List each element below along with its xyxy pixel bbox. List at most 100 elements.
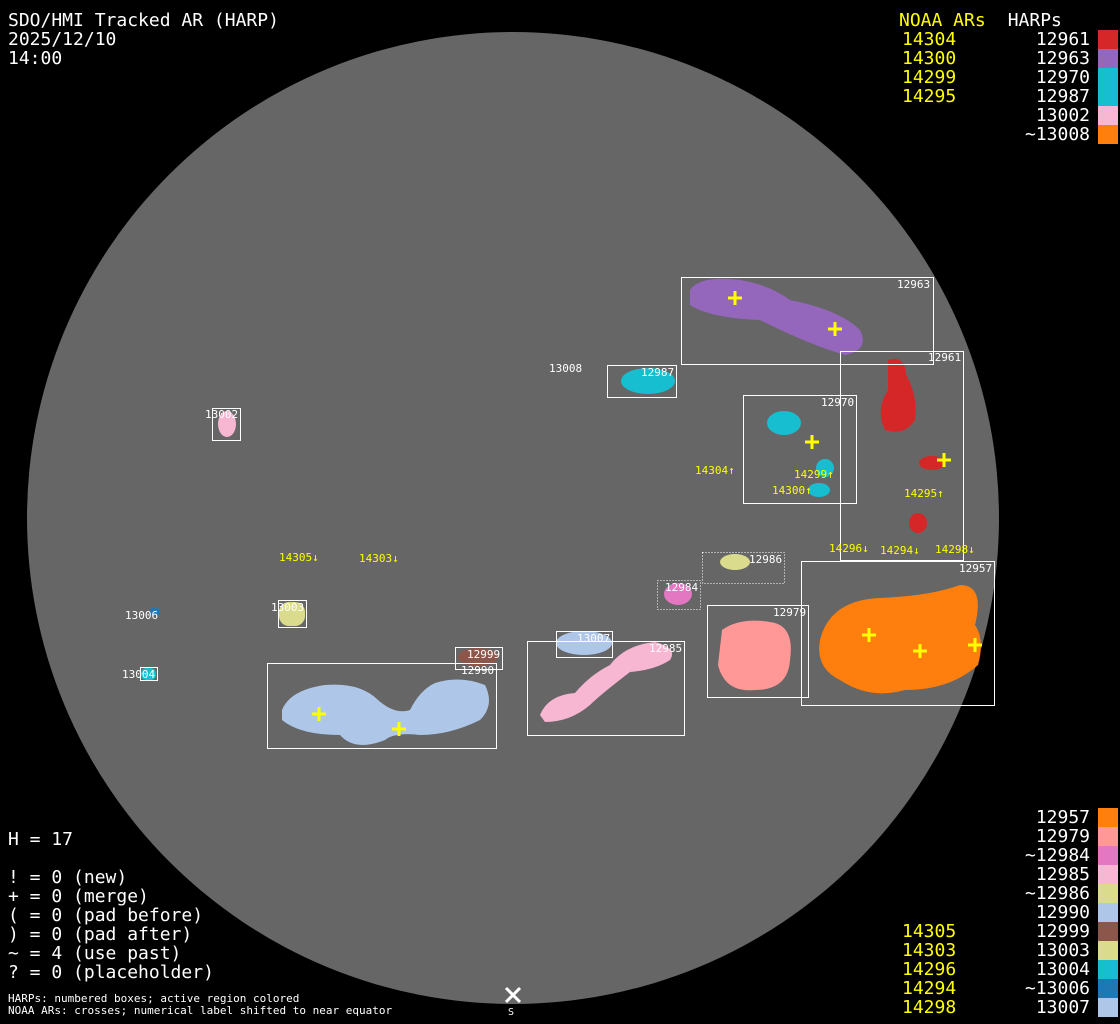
harp-label: 12957 <box>959 562 992 575</box>
stat-line: + = 0 (merge) <box>8 886 149 907</box>
harps-header: HARPs <box>1007 10 1062 31</box>
region-12984 <box>664 583 692 605</box>
region-13003 <box>279 602 305 626</box>
harp-number: 12987 <box>1035 86 1090 107</box>
noaa-label: 14295↑ <box>904 487 944 500</box>
harp-label: 13003 <box>271 601 304 614</box>
legend-row: ~13008 <box>890 125 1118 144</box>
noaa-number: 14299 <box>902 67 957 88</box>
harp-number: 13002 <box>1035 105 1090 126</box>
date: 2025/12/10 <box>8 29 117 50</box>
legend-row: ~12986 <box>890 884 1118 903</box>
harp-number: 12957 <box>1035 807 1090 828</box>
harp-label: 12979 <box>773 606 806 619</box>
harp-boxes <box>140 277 995 749</box>
harp-number: ~13006 <box>1024 978 1090 999</box>
region-12990 <box>282 679 489 745</box>
harp-label: 12970 <box>821 396 854 409</box>
region-12957 <box>819 585 981 694</box>
noaa-label: 14294↓ <box>880 544 920 557</box>
harp-number: 12979 <box>1035 826 1090 847</box>
legend-row: 14295 12987 <box>890 87 1118 106</box>
region-12961-c <box>909 513 927 533</box>
region-13002 <box>218 411 236 437</box>
noaa-number: 14304 <box>902 29 957 50</box>
noaa-number: 14303 <box>902 940 957 961</box>
legend-row: ~12984 <box>890 846 1118 865</box>
legend-row: 14298 13007 <box>890 998 1118 1017</box>
legend-row: 13002 <box>890 106 1118 125</box>
region-13007 <box>556 631 612 655</box>
region-13006 <box>150 608 160 616</box>
color-swatch <box>1098 960 1118 979</box>
harp-label: 13004 <box>122 668 155 681</box>
noaa-number: 14305 <box>902 921 957 942</box>
harp-number: 13004 <box>1035 959 1090 980</box>
legend-row: 14305 12999 <box>890 922 1118 941</box>
legend-row: 14303 13003 <box>890 941 1118 960</box>
harp-number: 13007 <box>1035 997 1090 1018</box>
page-title: SDO/HMI Tracked AR (HARP) <box>8 10 279 31</box>
region-13004 <box>141 668 156 680</box>
color-swatch <box>1098 106 1118 125</box>
time: 14:00 <box>8 48 63 69</box>
harp-label: 12985 <box>649 642 682 655</box>
harp-number: 12985 <box>1035 864 1090 885</box>
legend-row: 14304 12961 <box>890 30 1118 49</box>
legend-row: 14294 ~13006 <box>890 979 1118 998</box>
solar-disk <box>27 32 999 1004</box>
region-12961-b <box>919 456 945 470</box>
region-12961-a <box>880 359 916 432</box>
legend-row: 12990 <box>890 903 1118 922</box>
harp-label: 13008 <box>549 362 582 375</box>
color-swatch <box>1098 903 1118 922</box>
harp-number: 12999 <box>1035 921 1090 942</box>
harp-number: 12961 <box>1035 29 1090 50</box>
harp-count: H = 17 <box>8 829 74 850</box>
color-swatch <box>1098 30 1118 49</box>
stat-line: ( = 0 (pad before) <box>8 905 204 926</box>
noaa-number: 14294 <box>902 978 957 999</box>
region-12999 <box>458 648 498 666</box>
noaa-label: 14298↓ <box>935 543 975 556</box>
region-12985 <box>540 642 673 722</box>
harp-label: 13007 <box>577 632 610 645</box>
color-swatch <box>1098 125 1118 144</box>
legend-row: 14296 13004 <box>890 960 1118 979</box>
noaa-label: 14296↓ <box>829 542 869 555</box>
noaa-label: 14305↓ <box>279 551 319 564</box>
harp-number: 12990 <box>1035 902 1090 923</box>
color-swatch <box>1098 827 1118 846</box>
noaa-number: 14298 <box>902 997 957 1018</box>
color-swatch <box>1098 68 1118 87</box>
noaa-crosses <box>312 291 982 736</box>
harp-label: 13006 <box>125 609 158 622</box>
south-pole-marker-icon <box>504 986 522 1004</box>
color-swatch <box>1098 979 1118 998</box>
south-label: S <box>508 1007 514 1018</box>
harp-label: 12990 <box>461 664 494 677</box>
noaa-number: 14296 <box>902 959 957 980</box>
harp-label: 12961 <box>928 351 961 364</box>
harp-number: ~12984 <box>1024 845 1090 866</box>
harp-number: ~13008 <box>1024 124 1090 145</box>
legend-row: 12957 <box>890 808 1118 827</box>
noaa-number: 14295 <box>902 86 957 107</box>
color-swatch <box>1098 884 1118 903</box>
legend-row: 12979 <box>890 827 1118 846</box>
harp-number: 13003 <box>1035 940 1090 961</box>
stat-line: ? = 0 (placeholder) <box>8 962 214 983</box>
stat-line: ~ = 4 (use past) <box>8 943 182 964</box>
noaa-number: 14300 <box>902 48 957 69</box>
color-swatch <box>1098 49 1118 68</box>
harp-label: 12984 <box>665 581 698 594</box>
region-12970-c <box>808 483 830 497</box>
noaa-label: 14300↑ <box>772 484 812 497</box>
region-12987 <box>621 368 675 394</box>
harp-label: 12986 <box>749 553 782 566</box>
region-12979 <box>718 620 791 691</box>
